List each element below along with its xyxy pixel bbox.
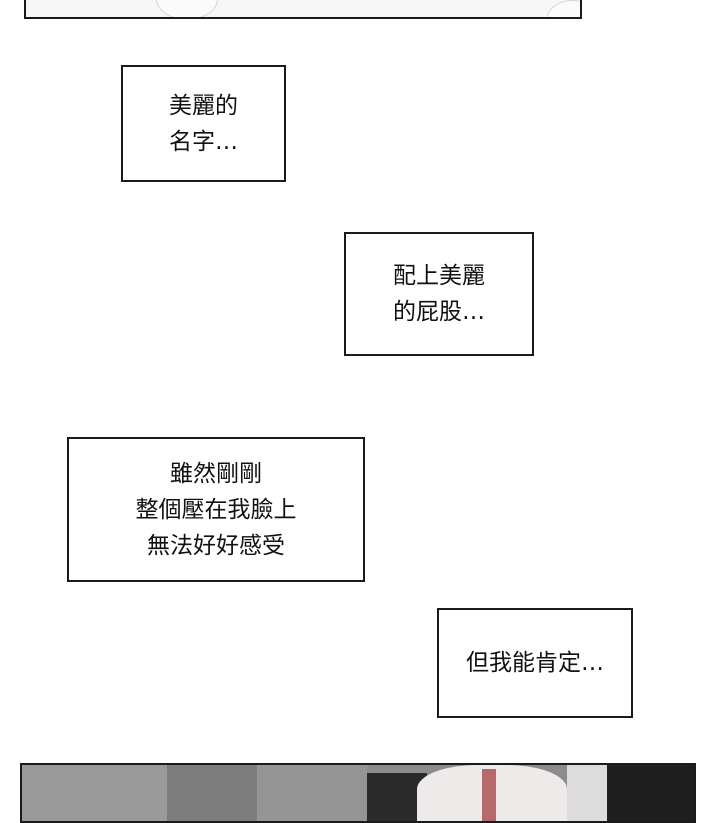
- speech-bubble-4: 但我能肯定…: [437, 608, 633, 718]
- bubble-text-line: 美麗的: [169, 92, 238, 119]
- artwork-fragment: [156, 0, 218, 17]
- background-wall: [22, 765, 167, 821]
- bubble-text-line: 無法好好感受: [147, 532, 285, 559]
- comic-panel-top: [24, 0, 582, 19]
- speech-bubble-2: 配上美麗 的屁股…: [344, 232, 534, 356]
- background-wall: [167, 765, 257, 821]
- bubble-text-line: 雖然剛剛: [170, 460, 262, 487]
- bubble-text-line: 配上美麗: [393, 263, 485, 289]
- bubble-text-line: 整個壓在我臉上: [135, 496, 297, 523]
- background-wall: [257, 765, 367, 821]
- dark-shadow: [607, 765, 694, 821]
- bubble-text-line: 但我能肯定…: [466, 650, 604, 676]
- speech-bubble-1: 美麗的 名字…: [121, 65, 286, 182]
- character-hair: [567, 765, 607, 821]
- character-detail: [482, 769, 496, 821]
- bubble-text-line: 的屁股…: [393, 299, 485, 325]
- speech-bubble-3: 雖然剛剛 整個壓在我臉上 無法好好感受: [67, 437, 365, 582]
- artwork-fragment: [546, 0, 580, 17]
- bubble-text-line: 名字…: [169, 128, 238, 155]
- comic-panel-bottom: [20, 763, 696, 823]
